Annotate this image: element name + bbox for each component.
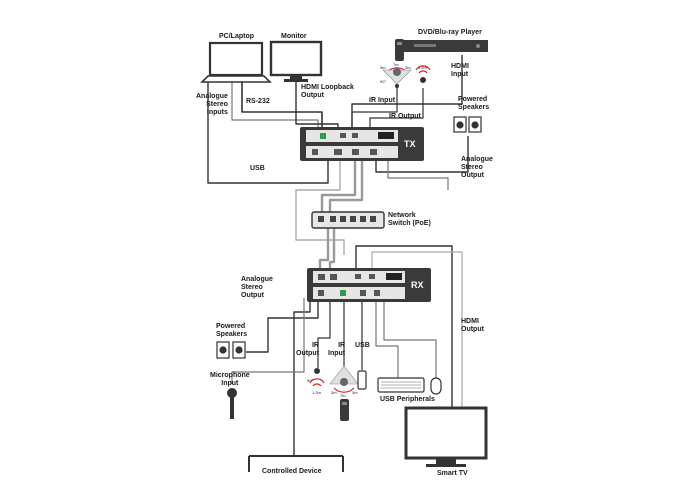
lan-cable-rx [318,228,330,272]
hdmi-output-cable-rx [355,245,453,408]
ir-range-tx-mid: 7m [393,62,399,67]
label-microphone-input: Microphone Input [210,372,250,387]
label-ir-output-rx: IR Output [296,342,319,357]
ir-emitter-rx [309,368,325,387]
speaker-cable-bottom [246,298,319,353]
ir-sensor-tx [382,67,412,88]
ir-output-cable-tx [369,88,424,130]
cables [207,55,469,456]
rx-badge: RX [411,280,424,290]
tx-unit [300,127,424,161]
usb-peripheral-cable [375,298,399,378]
label-pc-laptop: PC/Laptop [219,33,254,40]
controlled-device-box [248,455,344,472]
label-hdmi-input-top: HDMI Input [451,63,469,78]
usb-peripheral-cable-2 [383,298,437,378]
ir-range-tx-right: 3m [405,65,411,70]
label-analogue-stereo-output-rx: Analogue Stereo Output [241,276,273,299]
ir-sensor-rx [329,365,359,421]
label-powered-speakers-bottom: Powered Speakers [216,323,248,338]
ir-range-rx-mid: 7m [340,393,346,398]
rs232-cable [241,82,323,130]
ir-range-tx-left: 3m [380,65,386,70]
dvd-player [395,39,488,61]
ir-range-rx-left: 3m [331,390,337,395]
lan-cable-rx-2 [328,228,336,272]
label-smart-tv: Smart TV [437,470,468,477]
usb-mouse [430,377,442,395]
tx-badge: TX [404,139,416,149]
label-hdmi-output-rx: HDMI Output [461,318,484,333]
microphone-cable [231,298,305,384]
label-ir-input-rx: IR Input [328,342,346,357]
monitor [269,40,323,82]
usb-stick [357,370,367,390]
usb-keyboard [377,377,425,393]
speaker-cable-top [375,136,469,173]
usb-cable-pc [207,82,329,184]
hdmi-output-cable-rx-2 [371,251,463,408]
ir-output-cable-rx [317,298,331,368]
label-monitor: Monitor [281,33,307,40]
smart-tv [404,406,488,467]
label-powered-speakers-top: Powered Speakers [458,96,490,111]
pc-laptop [200,41,272,83]
usb-cable-tx [295,160,345,255]
ir-angle-tx: 90° [380,79,387,84]
ir-input-cable-tx [351,88,398,130]
analogue-input-cable [231,82,319,130]
label-dvd-player: DVD/Blu-ray Player [418,29,482,36]
label-network-switch: Network Switch (PoE) [388,212,431,227]
ir-emitter-tx [415,65,431,83]
analogue-out-cable-tx [387,160,449,190]
lan-cable-tx-2 [328,160,364,212]
ir-range-rx-right: 3m [352,390,358,395]
ir-range-rx-emitter: 1.2m [312,390,321,395]
ir-range-tx-emitter: 1.2m [418,65,427,70]
label-analogue-stereo-output-tx: Analogue Stereo Output [461,156,493,179]
label-usb-top: USB [250,165,265,172]
microphone [227,388,237,419]
lan-cable-tx [320,160,357,212]
label-usb-peripherals: USB Peripherals [380,396,435,403]
label-ir-input-tx: IR Input [369,97,396,104]
label-controlled-device: Controlled Device [262,468,322,475]
label-analogue-stereo-inputs: Analogue Stereo Inputs [196,93,228,116]
rx-unit [307,268,431,302]
network-switch [311,211,385,229]
powered-speakers-bottom [216,341,246,359]
label-ir-output-tx: IR Output [389,113,421,120]
label-hdmi-loopback-output: HDMI Loopback Output [301,84,354,99]
label-rs232: RS-232 [246,98,270,105]
rs232-cable-rx [293,298,311,456]
ir-angle-rx: 90° [307,378,314,383]
label-usb-bottom: USB [355,342,370,349]
powered-speakers-top [453,116,482,133]
